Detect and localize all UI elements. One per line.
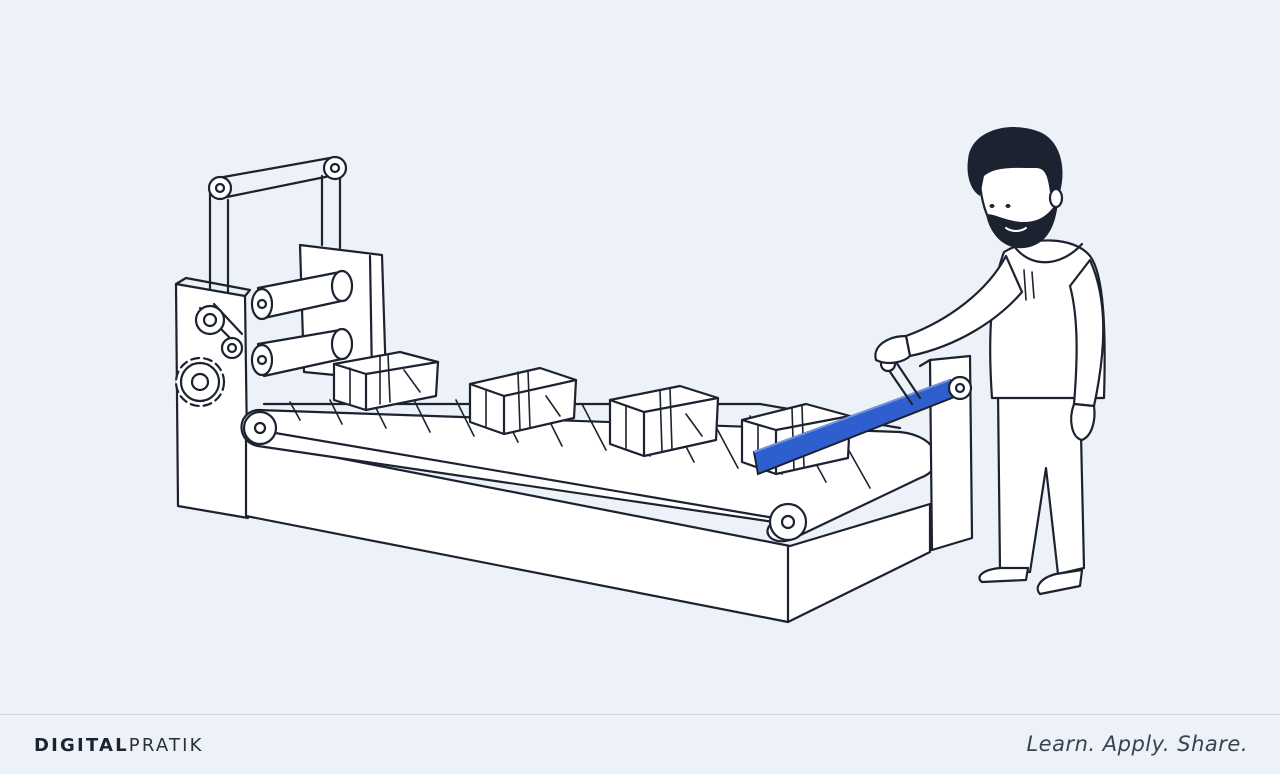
roller-machine xyxy=(174,155,388,520)
footer-bar: DIGITALPRATIK Learn. Apply. Share. xyxy=(0,714,1280,774)
worker-figure xyxy=(874,127,1106,596)
conveyor-illustration xyxy=(174,127,1106,624)
conveyor-base xyxy=(244,438,932,624)
tagline: Learn. Apply. Share. xyxy=(1026,732,1248,756)
brand-logo: DIGITALPRATIK xyxy=(34,735,204,756)
brand-regular: PRATIK xyxy=(128,735,204,756)
package-box xyxy=(468,366,578,436)
side-post xyxy=(918,354,974,552)
package-box xyxy=(332,350,440,412)
brand-bold: DIGITAL xyxy=(34,735,129,756)
package-box xyxy=(608,384,720,458)
gear-icon xyxy=(174,356,226,408)
pusher-bar xyxy=(752,355,973,476)
